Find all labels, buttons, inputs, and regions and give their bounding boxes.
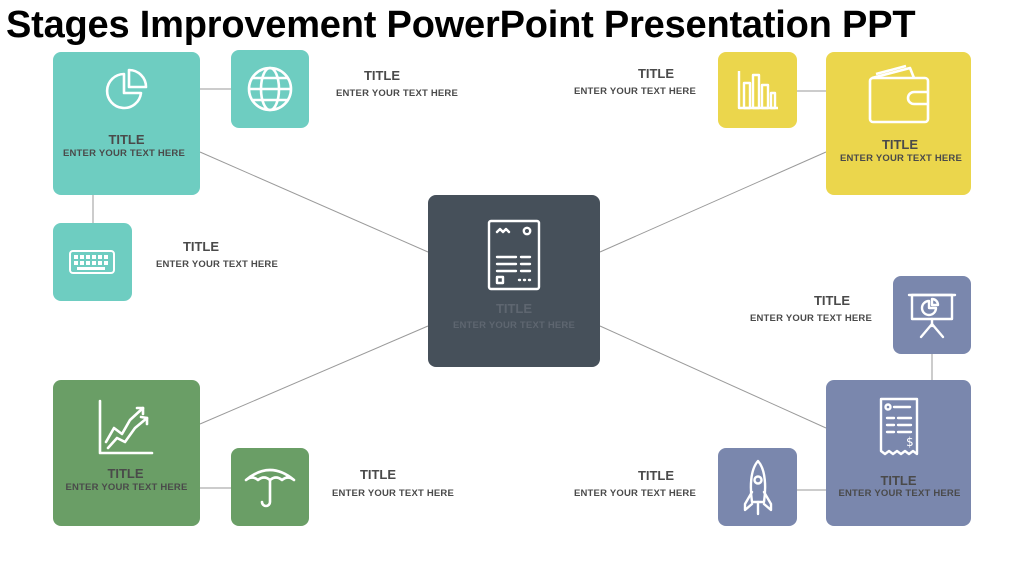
connector-line bbox=[199, 325, 429, 425]
center-stage-box[interactable]: TITLE ENTER YOUR TEXT HERE bbox=[428, 195, 600, 367]
bottom-right-main-title: TITLE bbox=[880, 473, 917, 488]
receipt-icon: $ bbox=[879, 397, 919, 456]
top-left-below-box[interactable] bbox=[53, 223, 132, 301]
bottom-right-main-box[interactable]: $ TITLE ENTER YOUR TEXT HERE bbox=[826, 380, 971, 526]
bar-chart-icon bbox=[737, 71, 778, 110]
top-right-main-box[interactable]: TITLE ENTER YOUR TEXT HERE bbox=[826, 52, 971, 195]
connector-line bbox=[199, 151, 429, 253]
top-left-below-text: ENTER YOUR TEXT HERE bbox=[155, 259, 279, 270]
bottom-left-side-title: TITLE bbox=[359, 467, 397, 482]
bottom-right-side-box[interactable] bbox=[718, 448, 797, 526]
top-right-side-text: ENTER YOUR TEXT HERE bbox=[573, 86, 697, 97]
document-icon bbox=[487, 219, 541, 291]
pie-chart-icon bbox=[105, 68, 148, 110]
wallet-icon bbox=[868, 64, 930, 124]
bottom-right-side-title: TITLE bbox=[637, 468, 675, 483]
connector-line bbox=[599, 325, 827, 429]
top-left-below-title: TITLE bbox=[182, 239, 220, 254]
top-right-main-text: ENTER YOUR TEXT HERE bbox=[839, 153, 963, 164]
bottom-left-side-text: ENTER YOUR TEXT HERE bbox=[331, 488, 455, 499]
keyboard-icon bbox=[69, 250, 115, 274]
top-right-side-box[interactable] bbox=[718, 52, 797, 128]
umbrella-icon bbox=[244, 468, 296, 508]
bottom-left-side-box[interactable] bbox=[231, 448, 309, 526]
top-left-main-box[interactable]: TITLE ENTER YOUR TEXT HERE bbox=[53, 52, 200, 195]
top-left-main-text: ENTER YOUR TEXT HERE bbox=[62, 148, 186, 159]
svg-text:$: $ bbox=[906, 435, 914, 449]
growth-chart-icon bbox=[98, 399, 154, 455]
rocket-icon bbox=[743, 459, 773, 516]
center-text: ENTER YOUR TEXT HERE bbox=[452, 320, 576, 331]
presentation-board-icon bbox=[907, 293, 957, 339]
top-right-main-title: TITLE bbox=[881, 137, 919, 152]
center-title: TITLE bbox=[495, 301, 533, 316]
slide-title: Stages Improvement PowerPoint Presentati… bbox=[6, 4, 916, 46]
bottom-right-above-box[interactable] bbox=[893, 276, 971, 354]
bottom-right-main-text: ENTER YOUR TEXT HERE bbox=[838, 488, 961, 499]
top-left-main-title: TITLE bbox=[108, 132, 145, 147]
top-left-side-title: TITLE bbox=[363, 68, 401, 83]
top-right-side-title: TITLE bbox=[637, 66, 675, 81]
top-left-side-text: ENTER YOUR TEXT HERE bbox=[335, 88, 459, 99]
bottom-right-above-text: ENTER YOUR TEXT HERE bbox=[749, 313, 873, 324]
globe-icon bbox=[247, 66, 293, 112]
bottom-left-main-box[interactable]: TITLE ENTER YOUR TEXT HERE bbox=[53, 380, 200, 526]
bottom-left-main-text: ENTER YOUR TEXT HERE bbox=[65, 482, 188, 493]
bottom-right-above-title: TITLE bbox=[813, 293, 851, 308]
top-left-side-box[interactable] bbox=[231, 50, 309, 128]
bottom-left-main-title: TITLE bbox=[107, 466, 144, 481]
connector-line bbox=[599, 151, 827, 253]
bottom-right-side-text: ENTER YOUR TEXT HERE bbox=[573, 488, 697, 499]
